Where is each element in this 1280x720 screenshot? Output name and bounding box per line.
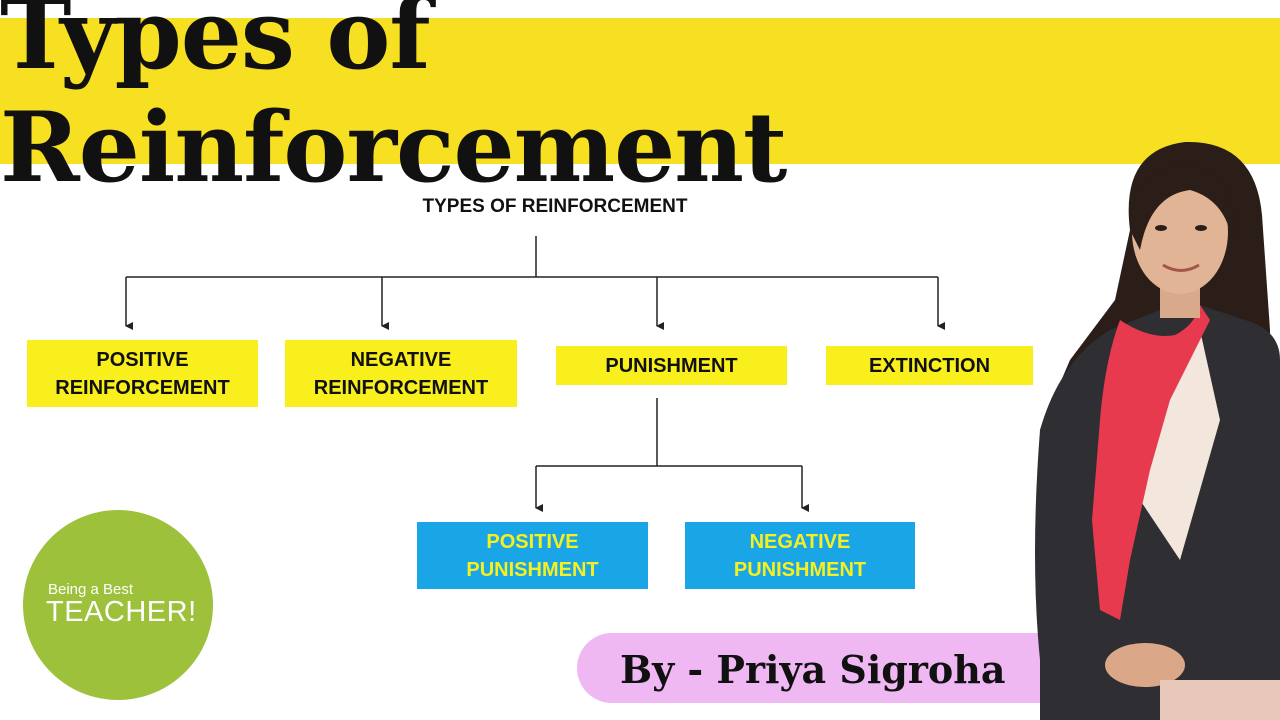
title-banner (0, 18, 1280, 164)
node-label: POSITIVE PUNISHMENT (466, 530, 599, 581)
node-label: POSITIVE REINFORCEMENT (55, 348, 230, 399)
author-byline: By - Priya Sigroha (620, 646, 1006, 692)
node-extinction: EXTINCTION (826, 346, 1033, 385)
node-negative-reinforcement: NEGATIVE REINFORCEMENT (285, 340, 517, 407)
node-positive-punishment: POSITIVE PUNISHMENT (417, 522, 648, 589)
node-label: EXTINCTION (868, 354, 991, 377)
node-negative-punishment: NEGATIVE PUNISHMENT (685, 522, 915, 589)
logo-tagline: Being a Best (48, 581, 134, 598)
node-label: NEGATIVE PUNISHMENT (733, 530, 867, 581)
node-label: PUNISHMENT (605, 354, 738, 377)
node-label: NEGATIVE REINFORCEMENT (313, 348, 489, 399)
channel-logo (23, 510, 213, 700)
presenter-hands (1105, 643, 1185, 687)
node-positive-reinforcement: POSITIVE REINFORCEMENT (27, 340, 258, 407)
diagram-root-label: TYPES OF REINFORCEMENT (422, 196, 688, 217)
author-badge (577, 633, 1097, 703)
presenter-scarf (1092, 305, 1210, 620)
node-punishment: PUNISHMENT (556, 346, 787, 385)
logo-wordmark: TEACHER! (46, 596, 197, 628)
